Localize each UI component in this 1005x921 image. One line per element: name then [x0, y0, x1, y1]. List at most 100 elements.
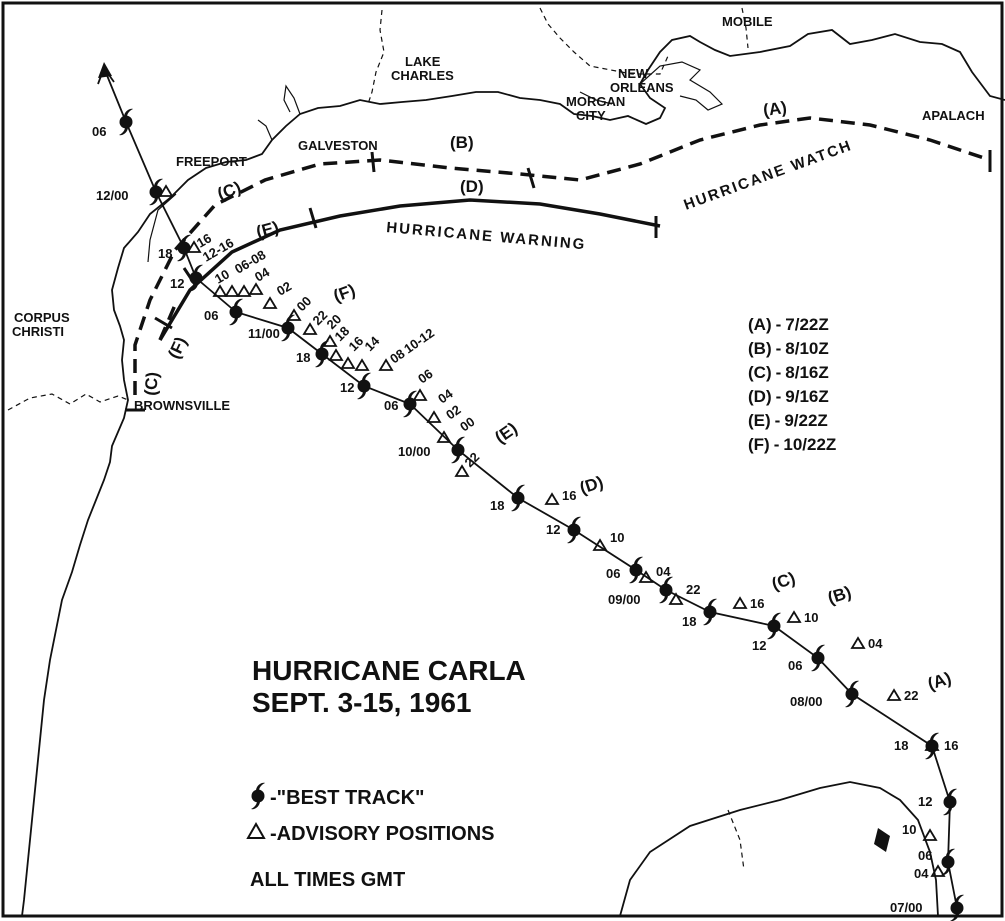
time-label: 16 — [194, 230, 214, 250]
segment-time-c: (C)-8/16Z — [748, 363, 829, 382]
city-new-orleans-1: NEW — [618, 66, 649, 81]
yucatan-coastline — [619, 781, 939, 917]
city-lake-charles-1: LAKE — [405, 54, 441, 69]
map-title-line1: HURRICANE CARLA — [252, 655, 526, 686]
city-brownsville: BROWNSVILLE — [134, 398, 230, 413]
segment-label-e: (E) — [254, 218, 281, 242]
time-label: 12 — [170, 276, 184, 291]
time-label: 12 — [340, 380, 354, 395]
time-label: 04 — [868, 636, 883, 651]
segment-time-d: (D)-9/16Z — [748, 387, 829, 406]
city-corpus-christi-1: CORPUS — [14, 310, 70, 325]
track-segment-a: (A) — [925, 668, 953, 693]
city-galveston: GALVESTON — [298, 138, 378, 153]
cozumel-island — [874, 828, 890, 852]
segment-label-c-coast: (C) — [141, 371, 162, 396]
time-label: 18 — [158, 246, 172, 261]
track-segment-e: (E) — [491, 419, 520, 448]
state-border-tx-la — [367, 9, 385, 105]
city-apalachicola: APALACH — [922, 108, 985, 123]
time-label: 10 — [902, 822, 916, 837]
time-label: 02 — [274, 278, 294, 298]
city-morgan-city-2: CITY — [576, 108, 606, 123]
time-label: 02 — [443, 402, 463, 423]
track-segment-c: (C) — [769, 568, 797, 593]
time-label: 10 — [804, 610, 818, 625]
gulf-coastline — [21, 29, 1005, 917]
border-us-mexico — [7, 393, 129, 411]
time-label: 10/00 — [398, 444, 431, 459]
border-mexico-guatemala — [727, 809, 745, 871]
time-label: 04 — [914, 866, 929, 881]
hurricane-watch-label: HURRICANE WATCH — [682, 137, 855, 214]
state-border-la-ms — [539, 7, 669, 75]
segment-label-b: (B) — [450, 133, 474, 152]
time-label: 12 — [918, 794, 932, 809]
legend: -"BEST TRACK" -ADVISORY POSITIONS ALL TI… — [246, 782, 494, 891]
segment-time-b: (B)-8/10Z — [748, 339, 829, 358]
time-label: 06 — [606, 566, 620, 581]
advisory-triangles — [158, 184, 946, 877]
time-label: 07/00 — [890, 900, 923, 915]
best-track-icon — [251, 782, 265, 810]
time-label: 12 — [752, 638, 766, 653]
segment-label-c: (C) — [215, 178, 244, 204]
time-label: 16 — [750, 596, 764, 611]
track-segment-d: (D) — [577, 472, 605, 497]
time-label: 06 — [415, 366, 435, 387]
time-label: 18 — [490, 498, 504, 513]
time-label: 06 — [788, 658, 802, 673]
legend-advisory: -ADVISORY POSITIONS — [270, 823, 494, 845]
time-label: 06 — [384, 398, 398, 413]
time-label: 08 — [387, 346, 407, 367]
time-label: 16 — [562, 488, 576, 503]
city-corpus-christi-2: CHRISTI — [12, 324, 64, 339]
city-freeport: FREEPORT — [176, 154, 247, 169]
time-label: 18 — [682, 614, 696, 629]
segment-time-a: (A)-7/22Z — [748, 315, 829, 334]
state-border-ms-al — [741, 7, 749, 49]
time-label: 18 — [296, 350, 310, 365]
time-label: 12 — [546, 522, 560, 537]
track-segment-f: (F) — [331, 280, 358, 305]
time-label: 10 — [610, 530, 624, 545]
time-label: 09/00 — [608, 592, 641, 607]
segment-label-a: (A) — [762, 98, 788, 120]
mississippi-delta — [579, 61, 724, 111]
hurricane-warning-line — [158, 198, 661, 341]
best-track-symbols — [119, 108, 964, 921]
segment-label-f-coast: (F) — [164, 334, 190, 362]
segment-time-e: (E)-9/22Z — [748, 411, 828, 430]
time-label: 10 — [212, 266, 232, 286]
time-label: 16 — [944, 738, 958, 753]
segment-label-d: (D) — [460, 177, 484, 196]
legend-best-track: -"BEST TRACK" — [270, 787, 425, 809]
time-label: 22 — [904, 688, 918, 703]
hurricane-warning-dash-south — [158, 304, 177, 341]
segment-time-table: (A)-7/22Z (B)-8/10Z (C)-8/16Z (D)-9/16Z … — [748, 315, 836, 454]
time-label: 08/00 — [790, 694, 823, 709]
galveston-bay — [147, 84, 301, 263]
city-morgan-city-1: MORGAN — [566, 94, 625, 109]
time-label: 04 — [656, 564, 671, 579]
time-label: 06 — [92, 124, 106, 139]
time-label: 11/00 — [248, 326, 280, 341]
city-new-orleans-2: ORLEANS — [610, 80, 674, 95]
time-label: 18 — [894, 738, 908, 753]
legend-times: ALL TIMES GMT — [250, 869, 405, 891]
city-mobile: MOBILE — [722, 14, 773, 29]
time-label: 22 — [686, 582, 700, 597]
time-label: 06 — [204, 308, 218, 323]
segment-time-f: (F)-10/22Z — [748, 435, 836, 454]
hurricane-watch-line — [133, 116, 991, 395]
time-label: 06 — [918, 848, 932, 863]
time-label: 10-12 — [401, 325, 437, 356]
track-arrow-head — [98, 62, 112, 78]
segment-ticks — [125, 150, 992, 412]
map-title-line2: SEPT. 3-15, 1961 — [252, 687, 471, 718]
time-label: 12/00 — [96, 188, 129, 203]
city-lake-charles-2: CHARLES — [391, 68, 454, 83]
time-label: 00 — [457, 414, 477, 435]
